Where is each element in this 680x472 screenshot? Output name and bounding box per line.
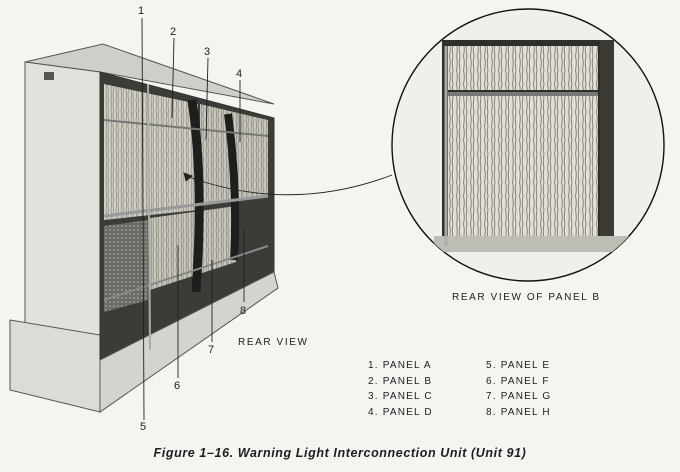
legend-item-text: PANEL D [382,406,433,418]
legend-item-number: 6. [486,375,497,387]
legend-item-text: PANEL G [500,391,552,402]
callout-7: 7 [208,344,215,356]
legend-item: 8. PANEL H [486,405,551,421]
legend-item: 7. PANEL G [486,389,551,405]
legend-item: 5. PANEL E [486,358,551,374]
legend-item-number: 2. [368,375,379,387]
legend-item: 6. PANEL F [486,374,551,390]
callout-leaders [141,17,393,421]
legend-item: 4. PANEL D [368,405,433,421]
callout-3: 3 [204,46,211,58]
legend-item-number: 8. [486,406,497,418]
legend-item-text: PANEL H [500,406,551,418]
legend-item: 2. PANEL B [368,374,433,390]
rear-view-panel-b-label: REAR VIEW OF PANEL B [452,292,601,303]
legend-item-text: PANEL C [382,391,433,402]
callout-4: 4 [236,68,243,80]
callout-5: 5 [140,421,147,433]
legend-item-number: 1. [368,360,379,371]
legend-item-number: 7. [486,391,497,402]
legend-item-text: PANEL E [500,360,551,371]
legend-item-number: 5. [486,360,497,371]
legend-item: 3. PANEL C [368,389,433,405]
legend-item-text: PANEL F [500,375,550,387]
legend-item: 1. PANEL A [368,358,433,374]
cabinet [9,43,279,413]
legend-item-text: PANEL B [382,375,433,387]
legend-item-number: 3. [368,391,379,402]
callout-6: 6 [174,380,181,392]
callout-1: 1 [138,5,145,17]
detail-circle [391,8,665,282]
legend-item-text: PANEL A [382,360,432,371]
callout-8: 8 [240,305,247,317]
rear-view-label: REAR VIEW [238,337,309,348]
legend-item-number: 4. [368,406,379,418]
legend-right-column: 5. PANEL E 6. PANEL F 7. PANEL G 8. PANE… [486,358,551,420]
legend-left-column: 1. PANEL A 2. PANEL B 3. PANEL C 4. PANE… [368,358,433,420]
callout-2: 2 [170,26,177,38]
figure-caption: Figure 1–16. Warning Light Interconnecti… [153,446,527,460]
